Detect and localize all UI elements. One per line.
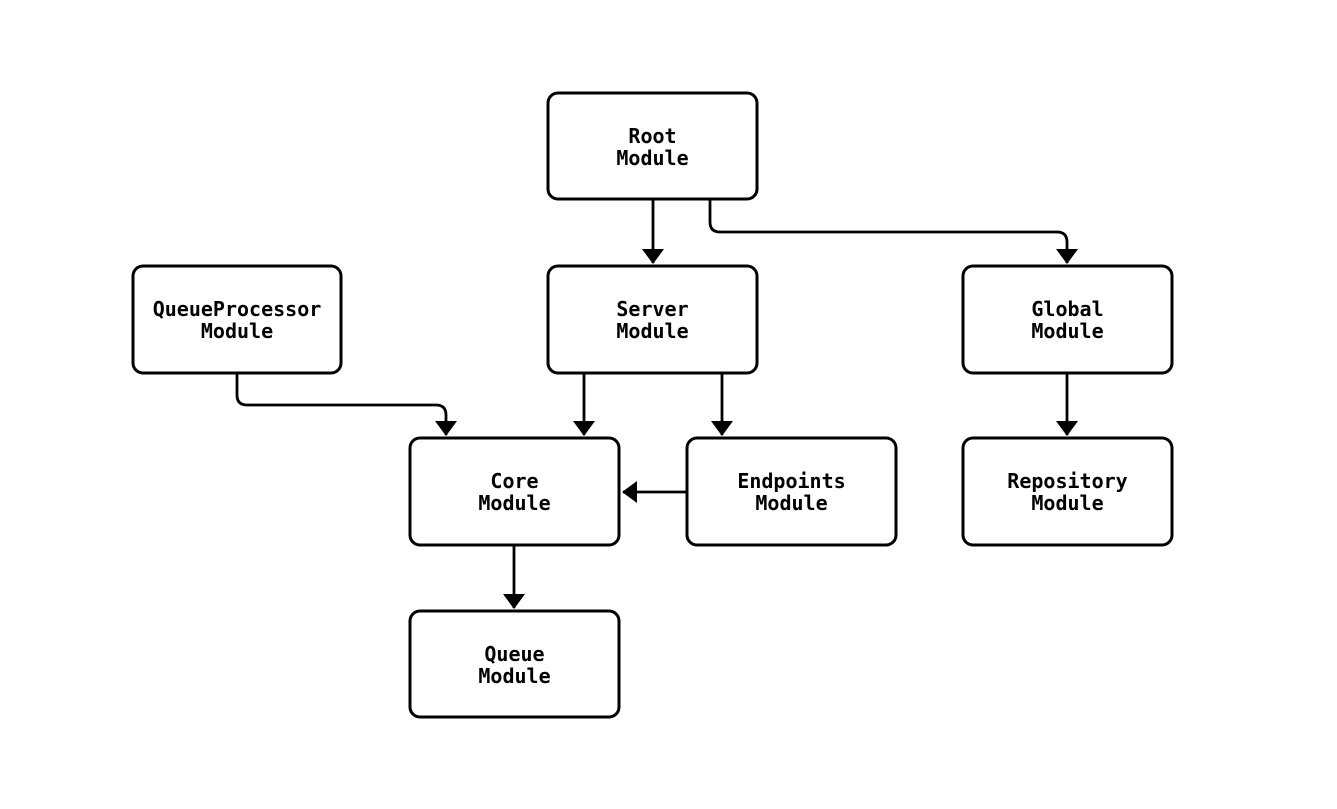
node-server-module: Server Module [546, 264, 759, 375]
node-endpoints-module-label-line1: Endpoints [737, 469, 845, 493]
node-core-module: Core Module [408, 436, 621, 547]
node-server-module-box [546, 264, 759, 375]
node-endpoints-module: Endpoints Module [685, 436, 898, 547]
node-endpoints-module-box [685, 436, 898, 547]
node-queue-module: Queue Module [408, 609, 621, 719]
node-global-module-label-line2: Module [1031, 319, 1103, 343]
edge-root-to-global-arrow [708, 199, 1078, 264]
node-queueprocessor-module-label-line1: QueueProcessor [153, 297, 322, 321]
node-global-module: Global Module [961, 264, 1174, 375]
node-queueprocessor-module-label-line2: Module [201, 319, 273, 343]
node-queueprocessor-module-box [131, 264, 343, 375]
node-server-module-label-line2: Module [616, 319, 688, 343]
node-endpoints-module-label-line2: Module [755, 491, 827, 515]
node-global-module-box [961, 264, 1174, 375]
node-repository-module-label-line2: Module [1031, 491, 1103, 515]
node-core-module-box [408, 436, 621, 547]
node-server-module-label-line1: Server [616, 297, 688, 321]
node-queue-module-box [408, 609, 621, 719]
node-root-module-label-line2: Module [616, 146, 688, 170]
node-repository-module: Repository Module [961, 436, 1174, 547]
node-repository-module-box [961, 436, 1174, 547]
node-global-module-label-line1: Global [1031, 297, 1103, 321]
node-root-module: Root Module [546, 91, 759, 201]
node-queue-module-label-line1: Queue [484, 642, 544, 666]
edges [235, 199, 1078, 609]
node-queue-module-label-line2: Module [478, 664, 550, 688]
node-queueprocessor-module: QueueProcessor Module [131, 264, 343, 375]
node-repository-module-label-line1: Repository [1007, 469, 1127, 493]
edge-queueprocessor-to-core-arrow [235, 373, 457, 436]
nodes: Root Module QueueProcessor Module Server… [131, 91, 1174, 719]
node-root-module-label-line1: Root [628, 124, 676, 148]
node-root-module-box [546, 91, 759, 201]
node-core-module-label-line1: Core [490, 469, 538, 493]
node-core-module-label-line2: Module [478, 491, 550, 515]
